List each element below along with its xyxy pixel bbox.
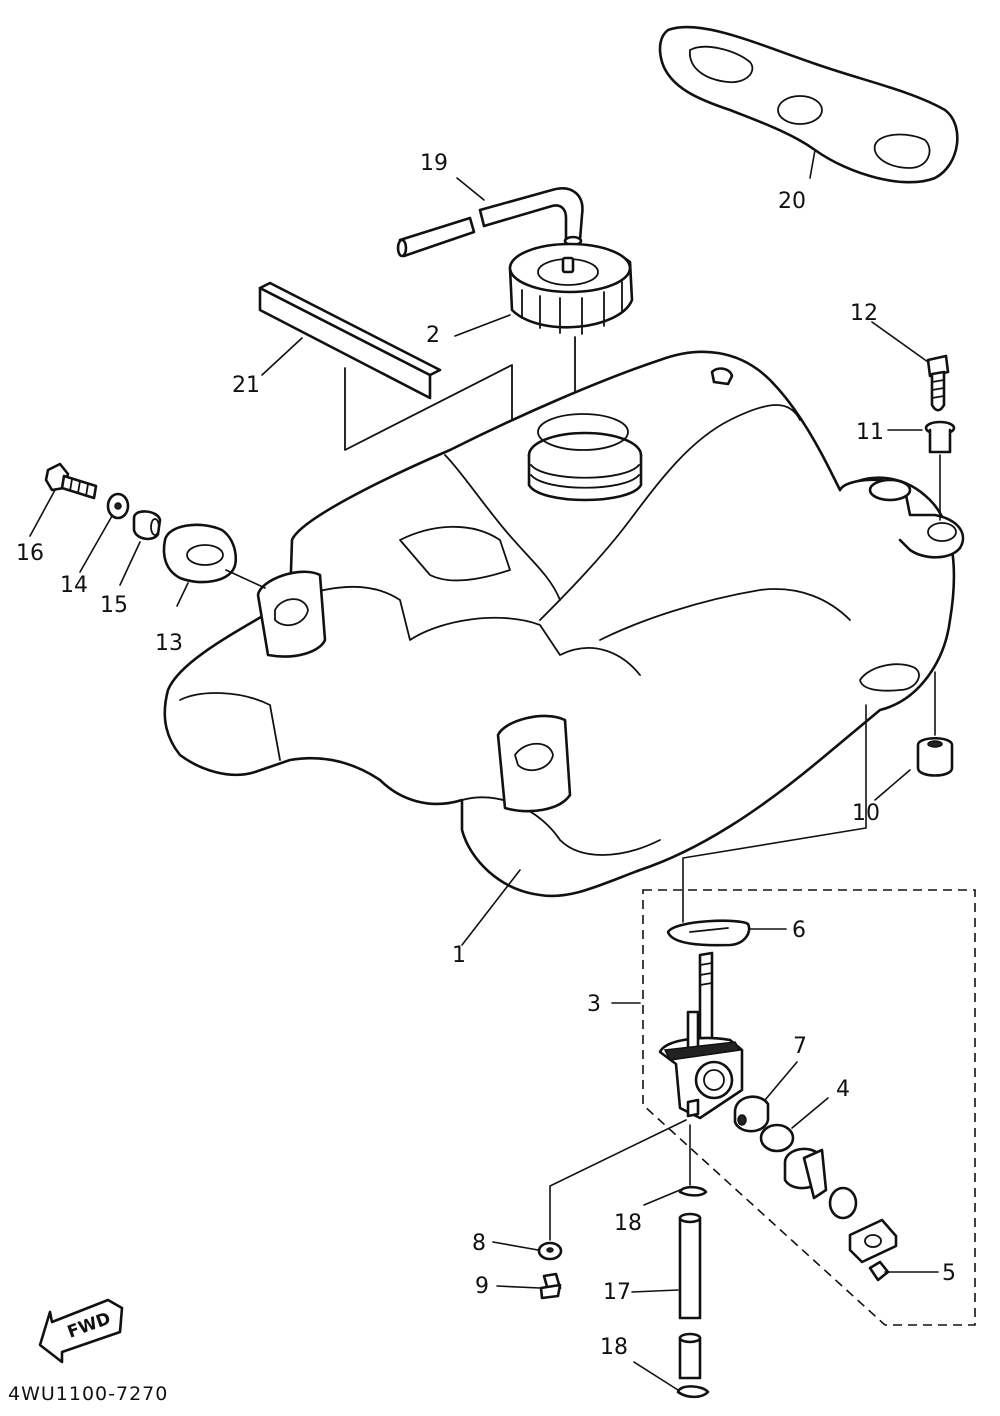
fuel-hose-part: [678, 1212, 702, 1320]
bolt-front-part: [44, 462, 98, 500]
fuel-hose-lower-part: [678, 1332, 702, 1380]
washer-plate-part: [106, 492, 130, 520]
gasket-part: [666, 919, 751, 947]
fuel-tank-part: [163, 350, 965, 898]
fuel-cap-part: [508, 242, 634, 421]
tank-cover-plate-part: [658, 25, 959, 184]
callout-4: 4: [836, 1077, 850, 1102]
callout-15: 15: [100, 593, 128, 618]
breather-hose-part: [396, 187, 584, 258]
lever-plate-part: [848, 1218, 898, 1264]
collar-right-part: [924, 420, 956, 521]
grommet-left-part: [162, 523, 266, 589]
hose-clip-upper-part: [678, 1124, 708, 1197]
drawing-code: 4WU1100-7270: [8, 1383, 168, 1405]
lever-part: [783, 1147, 828, 1200]
callout-18b: 18: [600, 1335, 628, 1360]
callout-21: 21: [232, 373, 260, 398]
callout-8: 8: [472, 1231, 486, 1256]
callout-3: 3: [587, 992, 601, 1017]
hose-clip-lower-part: [676, 1385, 710, 1399]
callout-5: 5: [942, 1261, 956, 1286]
o-ring-part: [759, 1123, 795, 1153]
bolt-right-part: [926, 354, 950, 412]
collar-small-part: [132, 510, 162, 541]
damper-right-part: [916, 671, 954, 777]
damper-strip-part: [258, 281, 513, 506]
fuel-cock-assembly-boundary: [642, 889, 976, 1326]
filter-cap-part: [733, 1095, 770, 1133]
fuel-cock-assembly-part: [658, 704, 898, 1282]
leader-lines: [29, 149, 939, 1391]
callout-13: 13: [155, 631, 183, 656]
washer-part: [537, 1241, 563, 1261]
callout-10: 10: [852, 801, 880, 826]
callout-7: 7: [793, 1034, 807, 1059]
callout-1: 1: [452, 943, 466, 968]
callout-19: 19: [420, 151, 448, 176]
screw-part: [868, 1260, 890, 1282]
callout-11: 11: [856, 420, 884, 445]
callout-16: 16: [16, 541, 44, 566]
callout-14: 14: [60, 573, 88, 598]
drain-screw-part: [539, 1272, 562, 1300]
fwd-direction-arrow: FWD: [38, 1298, 124, 1364]
callout-17: 17: [603, 1280, 631, 1305]
callout-labels: 1 2 3 4 5 6 7 8 9 10 11 12 13 14 15 16 1…: [16, 151, 956, 1360]
callout-6: 6: [792, 918, 806, 943]
callout-12: 12: [850, 301, 878, 326]
callout-20: 20: [778, 189, 806, 214]
callout-18a: 18: [614, 1211, 642, 1236]
callout-2: 2: [426, 323, 440, 348]
callout-9: 9: [475, 1274, 489, 1299]
